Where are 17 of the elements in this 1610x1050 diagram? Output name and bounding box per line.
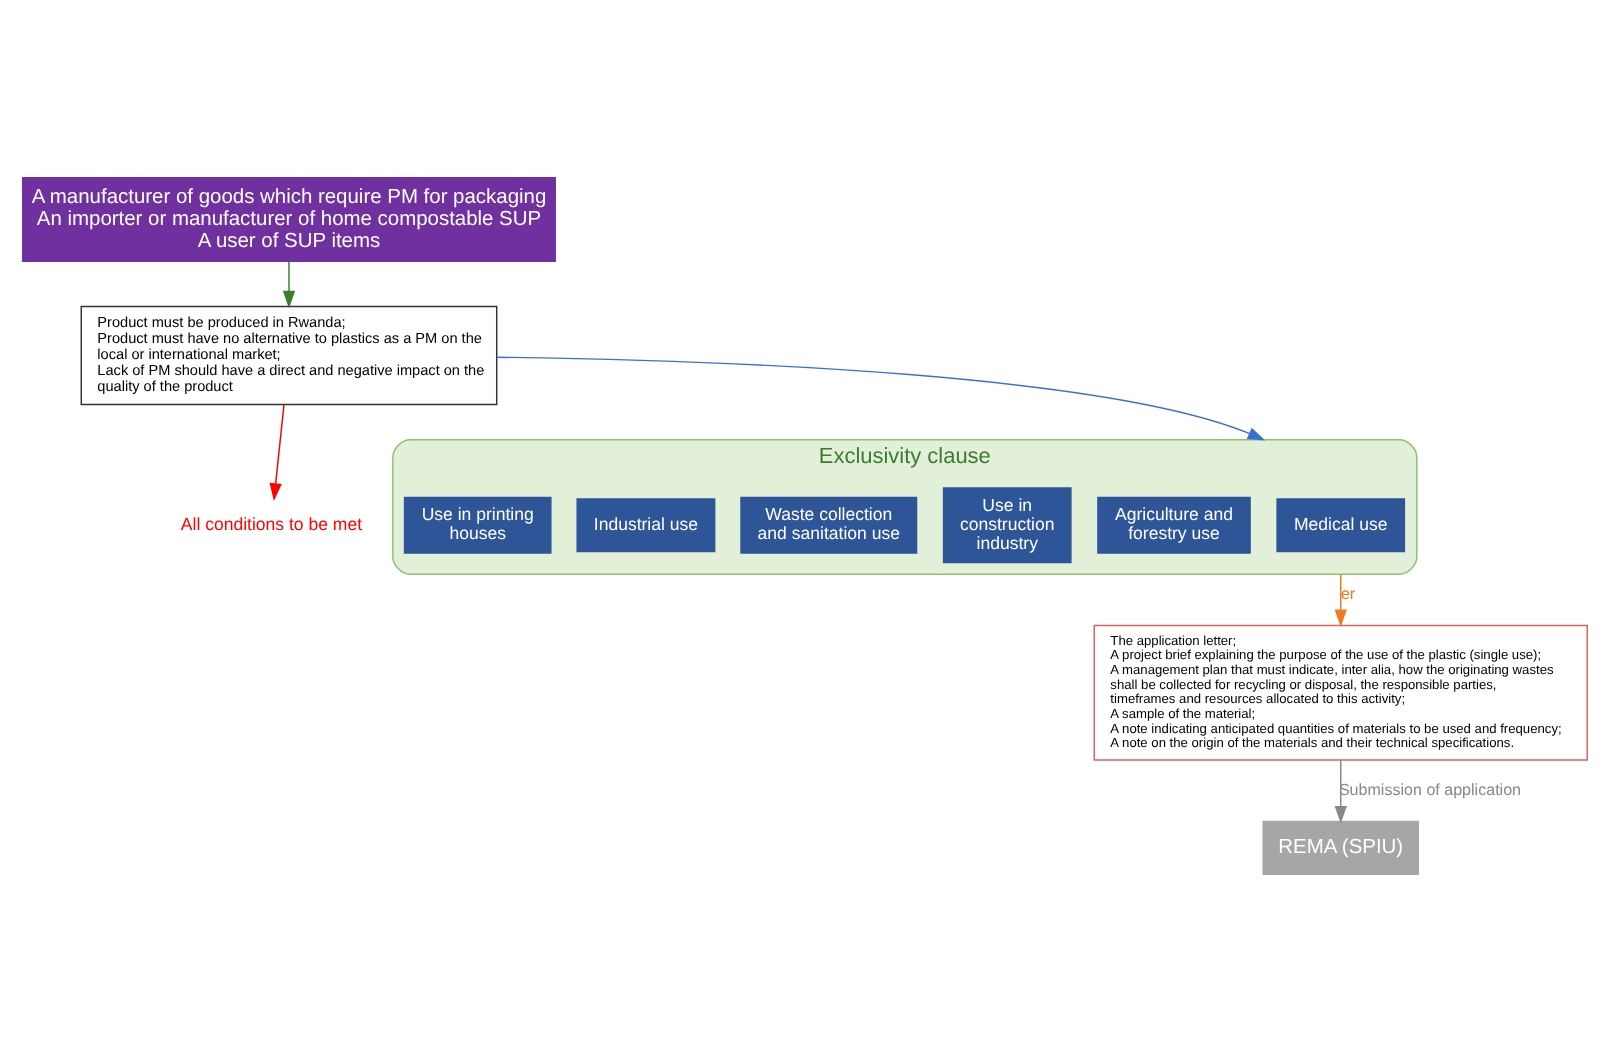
node-box: A manufacturer of goods which require PM for packaging An importer or manufacturer of home compostable SUP A user of SUP items <box>22 176 556 261</box>
node-box: Waste collection and sanitation use <box>740 495 918 553</box>
arrow <box>496 355 1266 440</box>
edge-label: er <box>1340 583 1356 602</box>
arrow <box>282 259 296 308</box>
node-text: All conditions to be met <box>180 512 363 533</box>
node-box: Use in printing houses <box>403 495 552 553</box>
arrow <box>269 403 285 500</box>
arrow <box>1334 758 1347 823</box>
node-box: Use in construction industry <box>942 486 1072 563</box>
node-box: Medical use <box>1276 497 1406 552</box>
edge-label: Submission of application <box>1338 779 1522 798</box>
node-box: Agriculture and forestry use <box>1097 495 1251 553</box>
node-box: Industrial use <box>576 497 716 552</box>
node-box: Product must be produced in Rwanda; Product must have no alternative to plastics as a PM on the local or international market; Lack of PM should have a direct and negative impact on the quality of the product <box>80 304 498 405</box>
node-box: REMA (SPIU) <box>1262 819 1419 874</box>
arrow <box>1334 572 1347 626</box>
